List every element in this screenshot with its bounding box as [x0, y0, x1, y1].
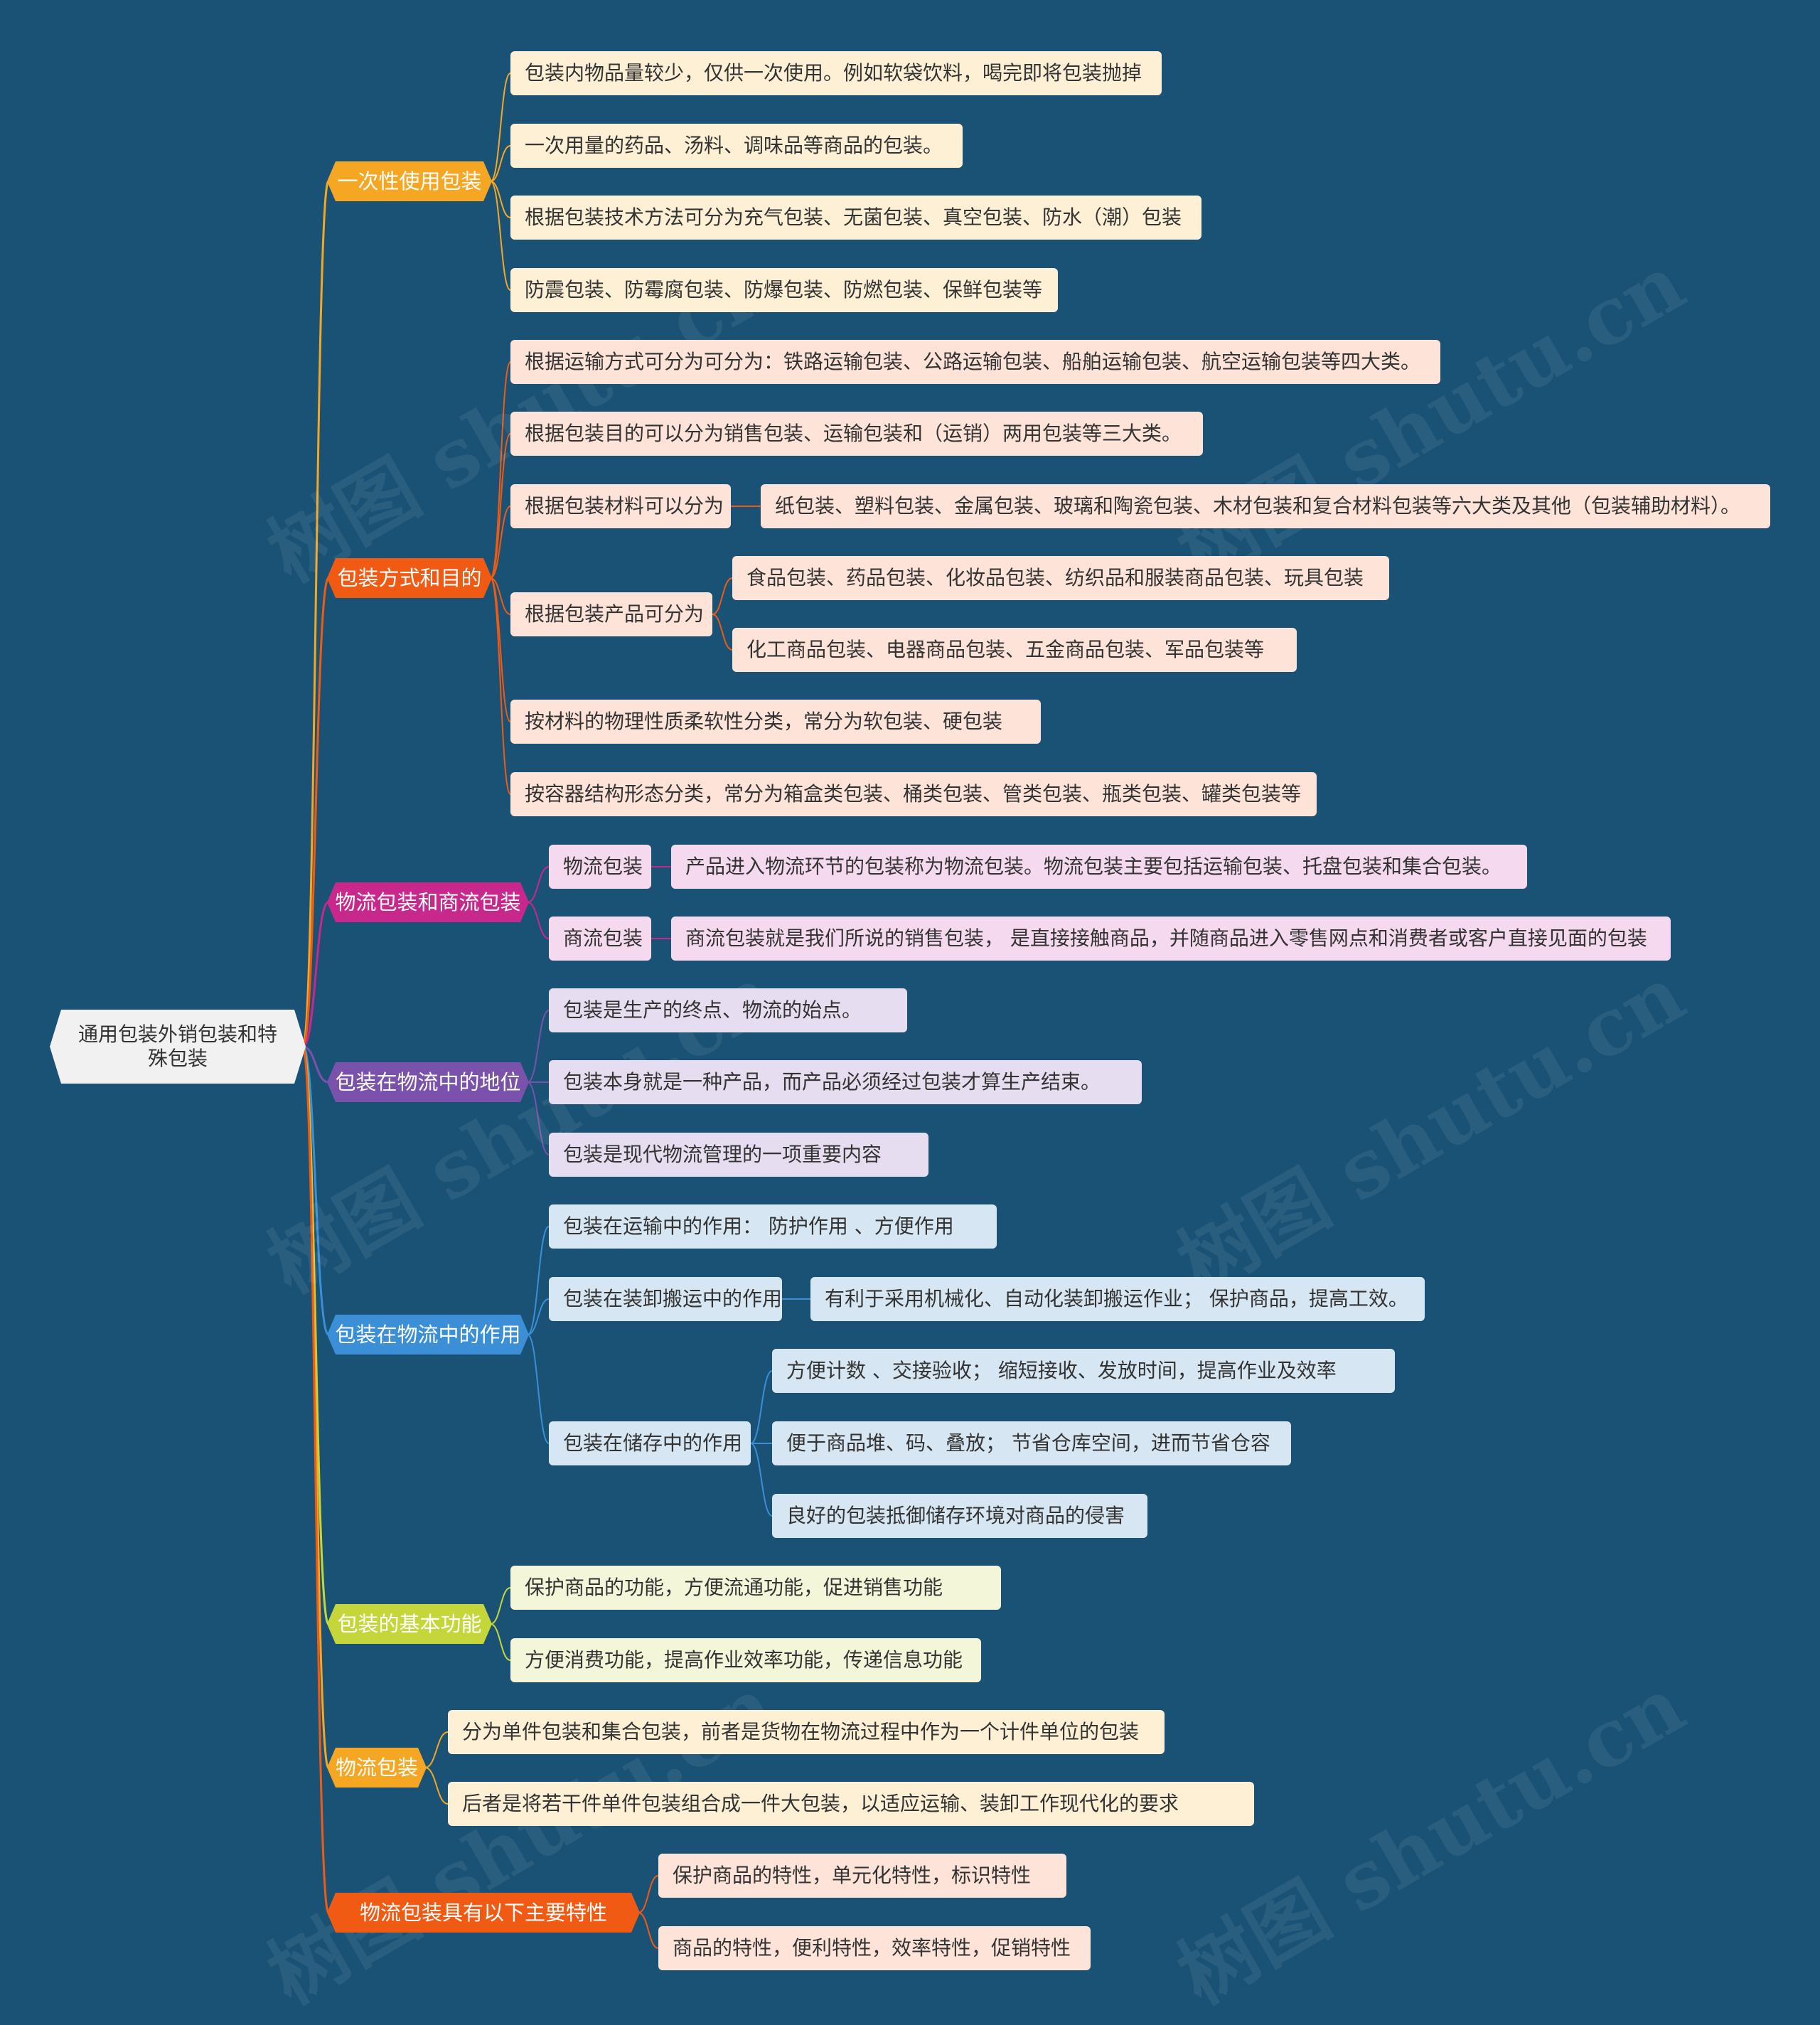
leaf-connector	[490, 181, 511, 291]
leaf-5-1[interactable]: 包装在运输中的作用： 防护作用 、方便作用	[549, 1204, 997, 1249]
leaf-6-2[interactable]: 方便消费功能，提高作业效率功能，传递信息功能	[510, 1638, 981, 1682]
subleaf-2-3-1[interactable]: 纸包装、塑料包装、金属包装、玻璃和陶瓷包装、木材包装和复合材料包装等六大类及其他…	[761, 484, 1770, 528]
leaf-connector	[527, 1010, 550, 1083]
leaf-connector	[527, 902, 550, 939]
leaf-connector	[527, 1081, 550, 1155]
subleaf-2-4-2[interactable]: 化工商品包装、电器商品包装、五金商品包装、军品包装等	[732, 628, 1297, 672]
leaf-connector	[527, 1298, 550, 1335]
leaf-2-6[interactable]: 按容器结构形态分类，常分为箱盒类包装、桶类包装、管类包装、瓶类包装、罐类包装等	[510, 772, 1317, 816]
branch-topic-3[interactable]: 物流包装和商流包装	[327, 882, 529, 922]
leaf-1-2[interactable]: 一次用量的药品、汤料、调味品等商品的包装。	[510, 124, 963, 168]
subleaf-5-3-1[interactable]: 方便计数 、交接验收； 缩短接收、发放时间，提高作业及效率	[772, 1349, 1395, 1393]
leaf-7-1[interactable]: 分为单件包装和集合包装，前者是货物在物流过程中作为一个计件单位的包装	[448, 1710, 1165, 1754]
leaf-3-1[interactable]: 物流包装	[549, 845, 651, 889]
branch-connector	[301, 577, 330, 1048]
leaf-4-3[interactable]: 包装是现代物流管理的一项重要内容	[549, 1133, 928, 1177]
leaf-2-2[interactable]: 根据包装目的可以分为销售包装、运输包装和（运销）两用包装等三大类。	[510, 412, 1203, 456]
leaf-connector	[490, 433, 511, 579]
leaf-connector	[490, 506, 511, 579]
leaf-connector	[527, 1226, 550, 1335]
branch-connector	[301, 1045, 330, 1769]
branch-topic-2[interactable]: 包装方式和目的	[327, 558, 492, 598]
branch-connector	[302, 901, 329, 1048]
leaf-connector	[490, 577, 511, 615]
branch-topic-4[interactable]: 包装在物流中的地位	[327, 1062, 529, 1102]
root-topic[interactable]: 通用包装外销包装和特殊包装	[50, 1010, 306, 1084]
leaf-7-2[interactable]: 后者是将若干件单件包装组合成一件大包装，以适应运输、装卸工作现代化的要求	[448, 1782, 1254, 1826]
branch-topic-6[interactable]: 包装的基本功能	[327, 1604, 492, 1644]
branch-connector	[301, 1045, 330, 1914]
leaf-connector	[527, 1334, 550, 1444]
subleaf-2-4-1[interactable]: 食品包装、药品包装、化妆品包装、纺织品和服装商品包装、玩具包装	[732, 556, 1389, 600]
subleaf-connector	[712, 614, 733, 651]
leaf-8-1[interactable]: 保护商品的特性，单元化特性，标识特性	[658, 1854, 1066, 1898]
subleaf-connector	[750, 1443, 773, 1517]
leaf-3-2[interactable]: 商流包装	[549, 917, 651, 961]
leaf-2-4[interactable]: 根据包装产品可分为	[510, 592, 712, 636]
leaf-5-2[interactable]: 包装在装卸搬运中的作用	[549, 1277, 782, 1321]
subleaf-5-3-3[interactable]: 良好的包装抵御储存环境对商品的侵害	[772, 1494, 1147, 1538]
subleaf-3-1-1[interactable]: 产品进入物流环节的包装称为物流包装。物流包装主要包括运输包装、托盘包装和集合包装…	[671, 845, 1527, 889]
leaf-connector	[424, 1731, 449, 1768]
branch-topic-1[interactable]: 一次性使用包装	[327, 161, 492, 201]
leaf-1-1[interactable]: 包装内物品量较少，仅供一次使用。例如软袋饮料，喝完即将包装抛掉	[510, 51, 1162, 95]
leaf-1-4[interactable]: 防震包装、防霉腐包装、防爆包装、防燃包装、保鲜包装等	[510, 268, 1058, 312]
leaf-connector	[490, 181, 511, 218]
branch-topic-8[interactable]: 物流包装具有以下主要特性	[327, 1893, 640, 1933]
leaf-4-1[interactable]: 包装是生产的终点、物流的始点。	[549, 988, 907, 1032]
leaf-6-1[interactable]: 保护商品的功能，方便流通功能，促进销售功能	[510, 1566, 1001, 1610]
leaf-connector	[490, 361, 511, 579]
leaf-connector	[490, 73, 511, 182]
leaf-5-3[interactable]: 包装在储存中的作用	[549, 1421, 751, 1465]
branch-topic-5[interactable]: 包装在物流中的作用	[327, 1315, 529, 1355]
leaf-connector	[490, 145, 511, 182]
branch-topic-7[interactable]: 物流包装	[327, 1748, 427, 1788]
leaf-connector	[490, 577, 511, 795]
leaf-connector	[490, 1623, 511, 1661]
branch-connector	[302, 1045, 329, 1084]
leaf-connector	[490, 577, 511, 722]
leaf-connector	[490, 1587, 511, 1625]
leaf-connector	[424, 1767, 449, 1805]
branch-connector	[301, 180, 330, 1048]
leaf-connector	[527, 866, 550, 903]
subleaf-connector	[750, 1370, 773, 1444]
leaf-connector	[638, 1875, 659, 1913]
leaf-4-2[interactable]: 包装本身就是一种产品，而产品必须经过包装才算生产结束。	[549, 1060, 1142, 1104]
subleaf-5-2-1[interactable]: 有利于采用机械化、自动化装卸搬运作业； 保护商品，提高工效。	[810, 1277, 1425, 1321]
leaf-connector	[638, 1912, 659, 1949]
subleaf-connector	[712, 577, 733, 615]
branch-connector	[301, 1045, 330, 1336]
subleaf-3-2-1[interactable]: 商流包装就是我们所说的销售包装， 是直接接触商品，并随商品进入零售网点和消费者或…	[671, 917, 1671, 961]
leaf-2-5[interactable]: 按材料的物理性质柔软性分类，常分为软包装、硬包装	[510, 700, 1041, 744]
leaf-2-1[interactable]: 根据运输方式可分为可分为：铁路运输包装、公路运输包装、船舶运输包装、航空运输包装…	[510, 340, 1440, 384]
leaf-1-3[interactable]: 根据包装技术方法可分为充气包装、无菌包装、真空包装、防水（潮）包装	[510, 196, 1201, 240]
leaf-8-2[interactable]: 商品的特性，便利特性，效率特性，促销特性	[658, 1926, 1091, 1970]
subleaf-5-3-2[interactable]: 便于商品堆、码、叠放； 节省仓库空间，进而节省仓容	[772, 1421, 1291, 1465]
leaf-2-3[interactable]: 根据包装材料可以分为	[510, 484, 731, 528]
